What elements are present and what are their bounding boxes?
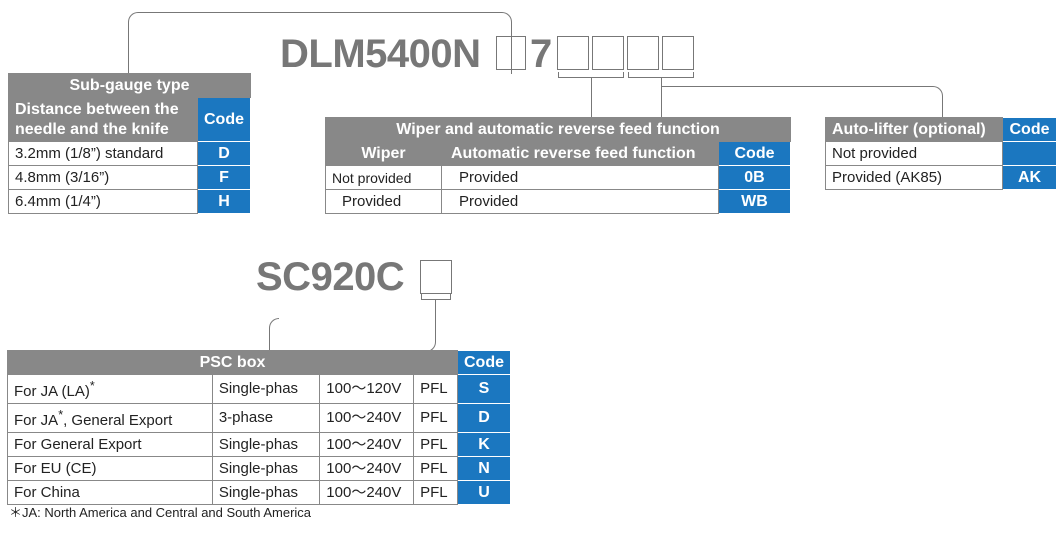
psc-destination: For JA (LA)* — [7, 374, 213, 404]
psc-title: PSC box — [7, 350, 458, 375]
wiper-code-header: Code — [718, 141, 791, 166]
psc-pfl: PFL — [413, 403, 458, 433]
psc-voltage: 100～120V — [319, 374, 415, 404]
psc-code: S — [456, 374, 512, 404]
auto-lifter-title: Auto-lifter (optional) — [825, 117, 1003, 142]
sub-gauge-table: Sub-gauge type Distance between the need… — [8, 73, 251, 214]
wiper-code: WB — [718, 189, 791, 214]
psc-dest-text: For JA (LA) — [14, 383, 90, 400]
code-box-lifter-1 — [627, 36, 659, 70]
wiper-code: 0B — [718, 165, 791, 190]
psc-phase: Single-phas — [211, 432, 321, 457]
psc-phase: Single-phas — [211, 374, 321, 404]
table-row: 4.8mm (3/16”) F — [8, 165, 251, 190]
table-row: For General Export Single-phas 100～240V … — [7, 432, 512, 457]
auto-lifter-label: Not provided — [825, 141, 1003, 166]
psc-destination: For EU (CE) — [7, 456, 213, 481]
code-box-lifter-2 — [662, 36, 694, 70]
reverse-value: Provided — [441, 165, 719, 190]
sub-gauge-label: 4.8mm (3/16”) — [8, 165, 198, 190]
model-mid-digit: 7 — [530, 32, 552, 76]
psc-voltage: 100～240V — [319, 432, 415, 457]
psc-code: K — [456, 432, 512, 457]
psc-destination: For General Export — [7, 432, 213, 457]
code-box-wiper-2 — [592, 36, 624, 70]
psc-dest-after: , General Export — [63, 412, 173, 429]
psc-dest-text: For China — [14, 483, 80, 501]
connector-psc — [269, 300, 436, 352]
table-row: For EU (CE) Single-phas 100～240V PFL N — [7, 456, 512, 481]
footnote: ＊JA: North America and Central and South… — [9, 505, 312, 520]
reverse-value: Provided — [441, 189, 719, 214]
sub-gauge-code-header: Code — [197, 97, 251, 142]
psc-destination: For China — [7, 480, 213, 505]
asterisk: * — [89, 379, 95, 393]
wiper-value: Not provided — [325, 165, 442, 190]
table-row: 6.4mm (1/4”) H — [8, 189, 251, 214]
psc-dest-text: For JA — [14, 412, 59, 429]
psc-voltage: 100～240V — [319, 480, 415, 505]
table-row: 3.2mm (1/8”) standard D — [8, 141, 251, 166]
connector-lifter-c — [661, 86, 943, 118]
psc-dest-text: For General Export — [14, 435, 142, 453]
psc-dest-text: For EU (CE) — [14, 459, 97, 477]
wiper-col-header: Wiper — [325, 141, 442, 166]
table-row: Not provided — [825, 141, 1057, 166]
table-row: Provided Provided WB — [325, 189, 791, 214]
model-number-sc: SC920C — [256, 255, 405, 299]
psc-voltage: 100～240V — [319, 403, 415, 433]
psc-code: U — [456, 480, 512, 505]
auto-lifter-code-none — [1002, 141, 1057, 166]
sub-gauge-col-header: Distance between the needle and the knif… — [8, 97, 198, 142]
psc-code-header: Code — [456, 350, 512, 375]
sub-gauge-code: F — [197, 165, 251, 190]
auto-lifter-table: Auto-lifter (optional) Code Not provided… — [825, 117, 1057, 190]
auto-lifter-code: AK — [1002, 165, 1057, 190]
auto-lifter-label: Provided (AK85) — [825, 165, 1003, 190]
table-row: For JA*, General Export 3-phase 100～240V… — [7, 403, 512, 433]
table-row: Provided (AK85) AK — [825, 165, 1057, 190]
bracket-wiper — [558, 72, 624, 78]
table-row: For China Single-phas 100～240V PFL U — [7, 480, 512, 505]
bracket-psc — [421, 294, 451, 300]
sub-gauge-code: D — [197, 141, 251, 166]
asterisk: * — [58, 408, 64, 422]
psc-voltage: 100～240V — [319, 456, 415, 481]
psc-pfl: PFL — [413, 432, 458, 457]
psc-pfl: PFL — [413, 456, 458, 481]
psc-phase: Single-phas — [211, 456, 321, 481]
psc-box-table: PSC box Code For JA (LA)* Single-phas 10… — [7, 350, 512, 505]
connector-wiper — [591, 78, 592, 118]
reverse-col-header: Automatic reverse feed function — [441, 141, 719, 166]
sub-gauge-title: Sub-gauge type — [8, 73, 251, 98]
psc-pfl: PFL — [413, 480, 458, 505]
bracket-lifter — [628, 72, 694, 78]
connector-subgauge — [128, 12, 512, 74]
table-row: Not provided Provided 0B — [325, 165, 791, 190]
code-box-psc — [420, 260, 452, 294]
psc-phase: Single-phas — [211, 480, 321, 505]
connector-psc-b — [269, 318, 279, 352]
wiper-table: Wiper and automatic reverse feed functio… — [325, 117, 791, 214]
psc-code: N — [456, 456, 512, 481]
psc-code: D — [456, 403, 512, 433]
sub-gauge-code: H — [197, 189, 251, 214]
sub-gauge-label: 6.4mm (1/4”) — [8, 189, 198, 214]
code-box-wiper-1 — [557, 36, 589, 70]
model-number-dlm: DLM5400N — [280, 34, 481, 74]
psc-pfl: PFL — [413, 374, 458, 404]
psc-destination: For JA*, General Export — [7, 403, 213, 433]
auto-lifter-code-header: Code — [1002, 117, 1057, 142]
wiper-title: Wiper and automatic reverse feed functio… — [325, 117, 791, 142]
sub-gauge-label: 3.2mm (1/8”) standard — [8, 141, 198, 166]
table-row: For JA (LA)* Single-phas 100～120V PFL S — [7, 374, 512, 404]
wiper-value: Provided — [325, 189, 442, 214]
psc-phase: 3-phase — [211, 403, 321, 433]
model-prefix: DLM5400N — [280, 32, 481, 76]
